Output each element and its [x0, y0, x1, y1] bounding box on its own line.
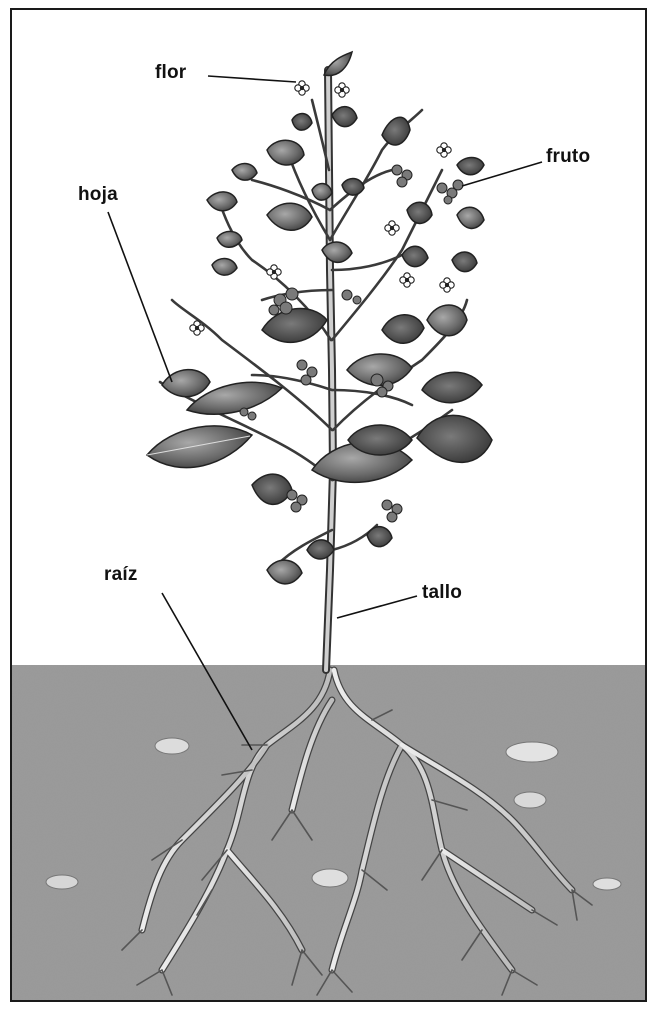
label-root: raíz: [104, 564, 138, 586]
label-flower: flor: [155, 62, 186, 84]
diagram-frame: flor fruto hoja raíz tallo: [10, 8, 647, 1002]
soil: [12, 665, 647, 1002]
label-fruit: fruto: [546, 146, 590, 168]
label-stem: tallo: [422, 582, 462, 604]
label-leaf: hoja: [78, 184, 118, 206]
